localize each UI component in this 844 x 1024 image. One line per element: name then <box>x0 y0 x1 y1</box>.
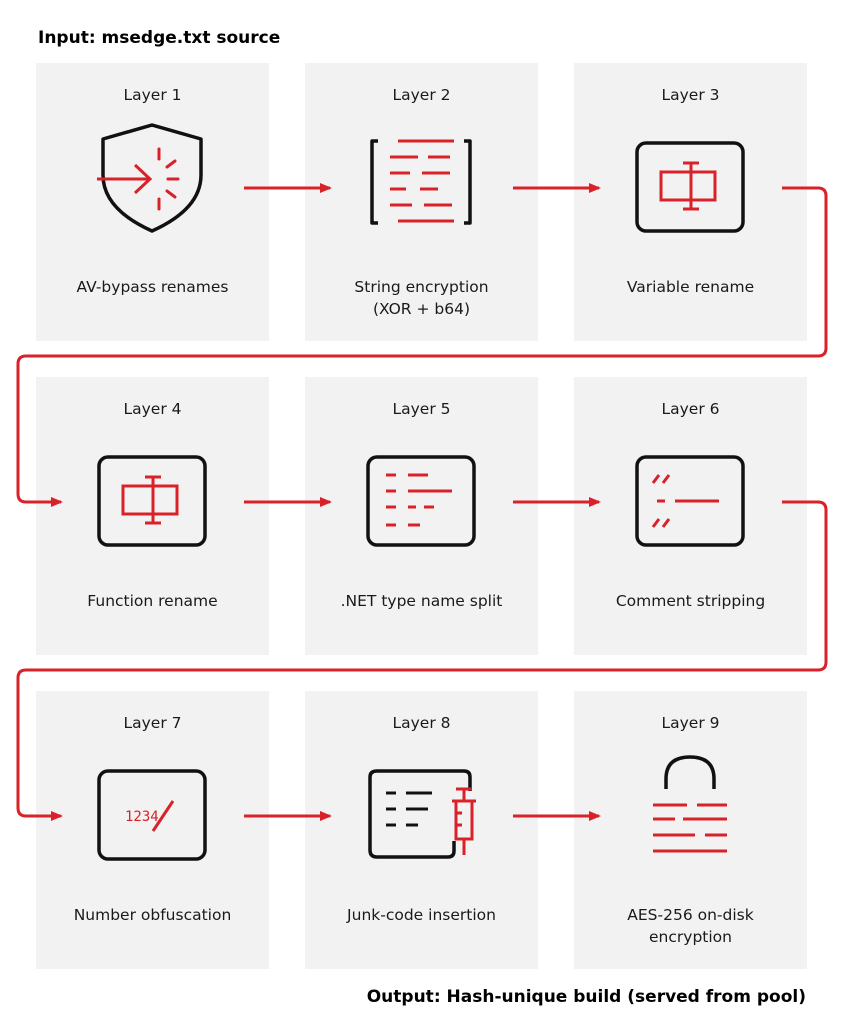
layer-label: Variable rename <box>626 278 755 296</box>
syringe-code-icon <box>368 769 476 859</box>
layer-label: Junk-code insertion <box>347 906 496 924</box>
layer-label: Comment stripping <box>615 592 766 610</box>
layer-4-tile: Layer 4 Function rename <box>36 377 269 655</box>
layer-label: Number obfuscation <box>73 906 232 924</box>
layer-title: Layer 2 <box>392 86 451 104</box>
layer-2-tile: Layer 2 String encryption (XOR + b64) <box>305 63 538 341</box>
text-cursor-icon <box>97 455 207 547</box>
layer-title: Layer 8 <box>392 714 451 732</box>
layer-title: Layer 6 <box>661 400 720 418</box>
layer-label: Function rename <box>87 592 218 610</box>
input-heading: Input: msedge.txt source <box>38 28 281 48</box>
shield-arrow-icon <box>97 123 203 233</box>
numbers-slash-icon: 1234 <box>97 769 207 861</box>
layer-title: Layer 3 <box>661 86 720 104</box>
layer-title: Layer 9 <box>661 714 720 732</box>
layer-5-tile: Layer 5 .NET type name split <box>305 377 538 655</box>
layer-label: .NET type name split <box>340 592 503 610</box>
layer-title: Layer 5 <box>392 400 451 418</box>
layer-title: Layer 7 <box>123 714 182 732</box>
layer-label: String encryption (XOR + b64) <box>354 278 489 318</box>
split-lines-icon <box>366 455 476 547</box>
numbers-text: 1234 <box>125 809 159 825</box>
layer-title: Layer 1 <box>123 86 182 104</box>
layer-8-tile: Layer 8 Junk-code insertion <box>305 691 538 969</box>
layer-label: AES-256 on-disk encryption <box>627 906 754 946</box>
layer-7-tile: Layer 7 1234 Number obfuscation <box>36 691 269 969</box>
layer-9-tile: Layer 9 AES-256 on-disk encryption <box>574 691 807 969</box>
layer-3-tile: Layer 3 Variable rename <box>574 63 807 341</box>
bracketed-lines-icon <box>370 139 472 225</box>
output-heading: Output: Hash-unique build (served from p… <box>366 987 806 1007</box>
layer-1-tile: Layer 1 AV-bypass renames <box>36 63 269 341</box>
comment-slashes-icon <box>635 455 745 547</box>
layer-6-tile: Layer 6 Comment stripping <box>574 377 807 655</box>
layer-title: Layer 4 <box>123 400 182 418</box>
text-cursor-icon <box>635 141 745 233</box>
layer-label: AV-bypass renames <box>76 278 229 296</box>
padlock-icon <box>653 755 727 853</box>
